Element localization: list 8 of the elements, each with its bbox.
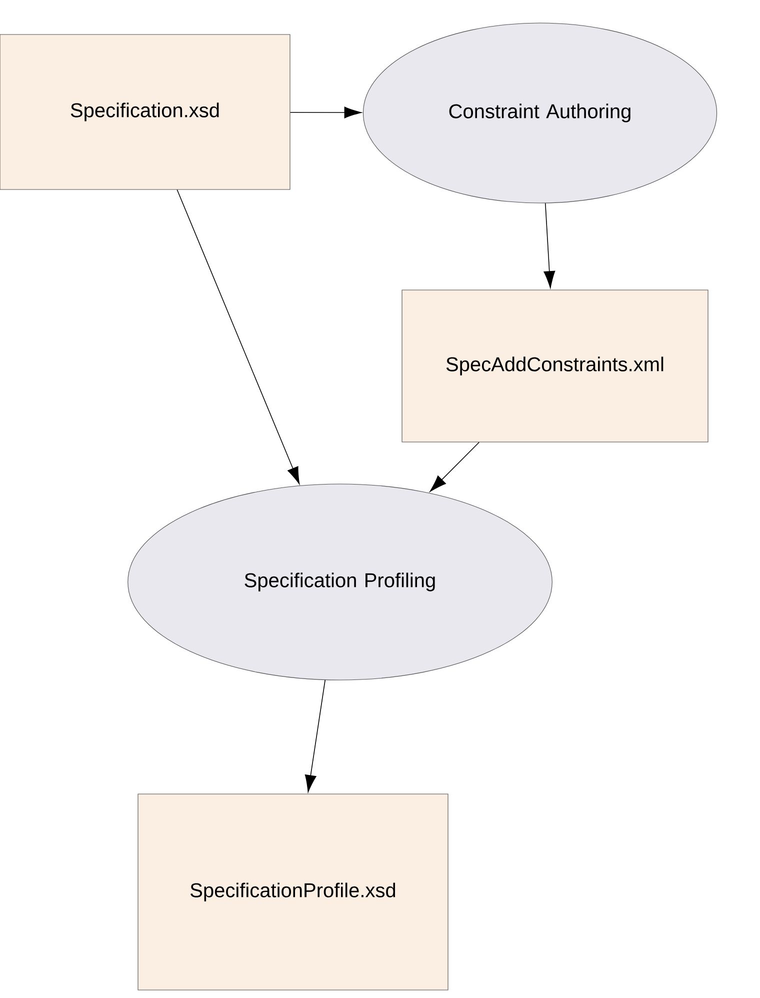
file-box: Specification.xsd [0, 34, 290, 190]
arrow [430, 442, 480, 492]
arrow [304, 680, 326, 792]
arrow [176, 189, 300, 484]
arrow [290, 106, 362, 118]
file-box: SpecificationProfile.xsd [138, 794, 448, 990]
arrow [544, 202, 556, 288]
file-box: SpecAddConstraints.xml [402, 290, 708, 442]
